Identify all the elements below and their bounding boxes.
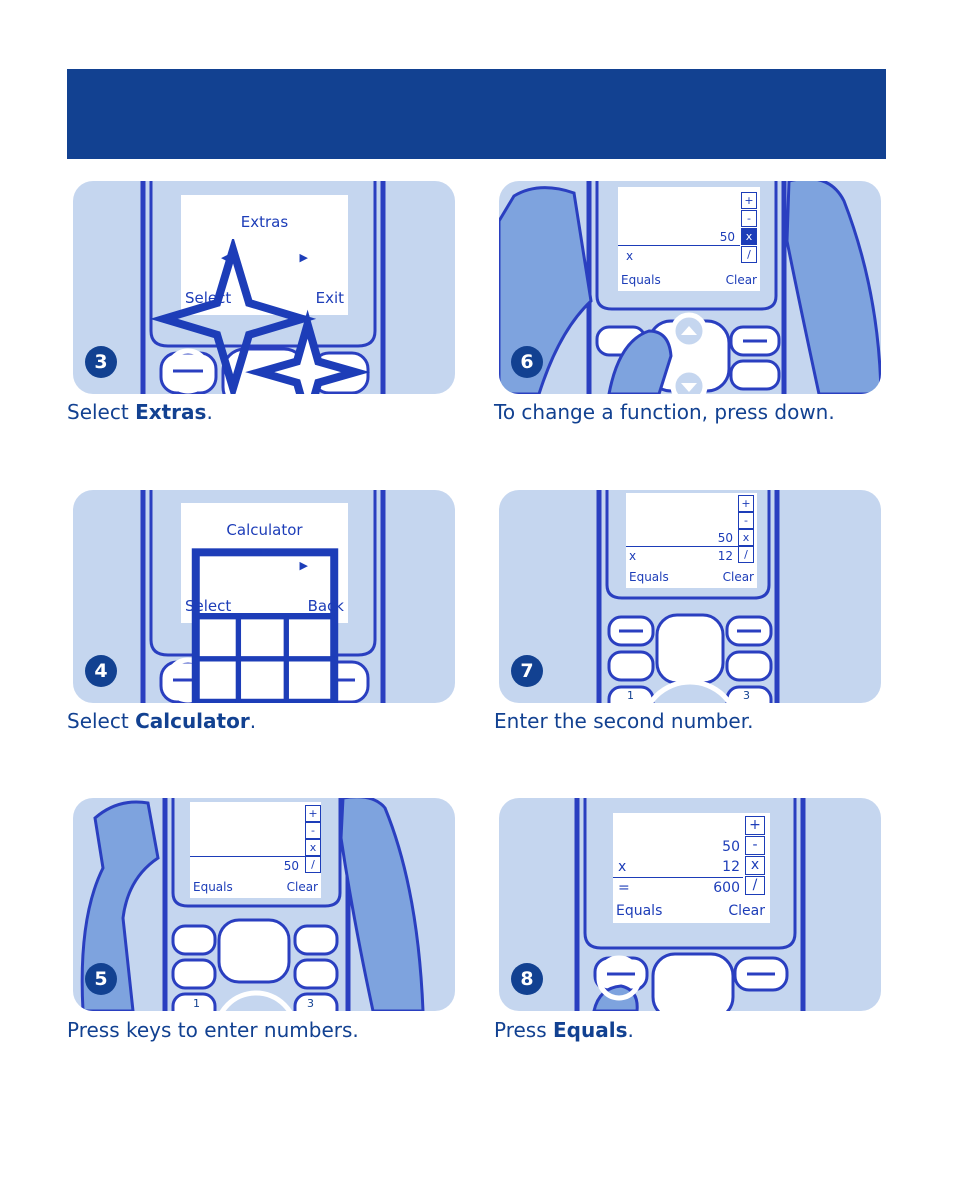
right-softkey-label: Clear	[722, 570, 754, 584]
step-5-caption: Press keys to enter numbers.	[67, 1018, 359, 1042]
input-line	[190, 856, 305, 857]
operator-plus: +	[741, 192, 757, 209]
step-4-illustration: Calculator ◀ 12 ▶ Select Back 4	[73, 490, 455, 703]
operator-plus: +	[305, 805, 321, 822]
left-softkey-label: Select	[185, 597, 232, 615]
caption-end: .	[249, 709, 257, 733]
left-softkey-label: Equals	[621, 273, 661, 287]
step-6-caption: To change a function, press down.	[494, 400, 835, 424]
calculator-icon	[74, 547, 456, 703]
right-arrow-icon: ▶	[299, 559, 308, 572]
left-softkey-label: Equals	[629, 570, 669, 584]
input-line	[618, 245, 740, 246]
operator-multiply-selected: x	[741, 228, 757, 245]
step-7-caption: Enter the second number.	[494, 709, 753, 733]
operator-divide: /	[305, 856, 321, 873]
screen-title: Extras	[240, 213, 289, 231]
step-number-badge: 3	[85, 346, 117, 378]
caption-text: Select	[67, 400, 136, 424]
step-number-badge: 7	[511, 655, 543, 687]
step-number-badge: 8	[511, 963, 543, 995]
phone-screen: Calculator ◀ 12 ▶ Select Back	[181, 503, 348, 703]
operator-plus: +	[738, 495, 754, 512]
operator-multiply: x	[738, 529, 754, 546]
calculator-screen: + - x / 50 x 12 Equals Clear	[626, 493, 757, 588]
step-8-caption: Press Equals.	[494, 1018, 634, 1042]
operator-divide: /	[738, 546, 754, 563]
step-number-badge: 6	[511, 346, 543, 378]
operator-symbol: x	[618, 859, 627, 875]
key-3: 3	[743, 689, 750, 702]
caption-end: .	[206, 400, 213, 424]
operator-minus: -	[745, 836, 765, 855]
calculator-screen: + - x / 50 x 12 = 600 Equals Clear	[613, 813, 770, 923]
first-number: 50	[722, 839, 740, 855]
key-1: 1	[193, 997, 200, 1010]
equals-symbol: =	[618, 880, 630, 896]
step-7-illustration: + - x / 50 x 12 Equals Clear 1 3 7	[499, 490, 881, 703]
step-8-illustration: + - x / 50 x 12 = 600 Equals Clear 8	[499, 798, 881, 1011]
first-number: 50	[283, 859, 299, 873]
result-number: 600	[713, 880, 740, 896]
left-softkey-label: Select	[185, 289, 232, 307]
caption-text: Press	[494, 1018, 553, 1042]
caption-text: Press keys to enter numbers.	[67, 1018, 359, 1042]
caption-text: Enter the second number.	[494, 709, 754, 733]
step-3-illustration: Extras ◀ ▶ Select Exit 3	[73, 181, 455, 394]
operator-symbol: x	[626, 249, 634, 263]
right-softkey-label: Exit	[315, 289, 344, 307]
operator-divide: /	[745, 876, 765, 895]
right-softkey-label: Clear	[728, 903, 765, 919]
operator-multiply: x	[305, 839, 321, 856]
step-number-badge: 5	[85, 963, 117, 995]
second-number: 12	[722, 859, 740, 875]
step-5-illustration: + - x / 50 Equals Clear 1 3 5	[73, 798, 455, 1011]
right-arrow-icon: ▶	[299, 251, 308, 264]
caption-end: .	[627, 1018, 634, 1042]
phone-screen: Extras ◀ ▶ Select Exit	[149, 195, 370, 394]
left-arrow-icon: ◀	[221, 251, 230, 264]
first-number: 50	[717, 531, 733, 545]
step-4-caption: Select Calculator.	[67, 709, 256, 733]
right-softkey-label: Back	[307, 597, 344, 615]
operator-minus: -	[738, 512, 754, 529]
calculator-screen: + - x / 50 x Equals Clear	[618, 187, 760, 291]
right-softkey-label: Clear	[725, 273, 757, 287]
screen-title: Calculator	[226, 521, 303, 539]
second-number: 12	[717, 549, 733, 563]
step-6-illustration: + - x / 50 x Equals Clear 6	[499, 181, 881, 394]
operator-minus: -	[741, 210, 757, 227]
key-3: 3	[307, 997, 314, 1010]
first-number: 50	[719, 230, 735, 244]
operator-divide: /	[741, 246, 757, 263]
sparkle-icon	[74, 235, 456, 394]
operator-symbol: x	[629, 549, 637, 563]
caption-bold: Equals	[553, 1018, 628, 1042]
operator-plus: +	[745, 816, 765, 835]
calculator-screen: + - x / 50 Equals Clear	[190, 802, 321, 898]
caption-text: To change a function, press down.	[494, 400, 835, 424]
left-softkey-label: Equals	[616, 903, 663, 919]
step-3-caption: Select Extras.	[67, 400, 213, 424]
input-line	[626, 546, 738, 547]
input-line	[613, 877, 743, 878]
calculator-icon-label: 12	[258, 548, 271, 559]
caption-bold: Extras	[135, 400, 207, 424]
step-number-badge: 4	[85, 655, 117, 687]
caption-text: Select	[67, 709, 136, 733]
left-softkey-label: Equals	[193, 880, 233, 894]
right-softkey-label: Clear	[286, 880, 318, 894]
key-1: 1	[627, 689, 634, 702]
operator-minus: -	[305, 822, 321, 839]
header-bar	[67, 69, 886, 159]
operator-multiply: x	[745, 856, 765, 875]
caption-bold: Calculator	[135, 709, 250, 733]
